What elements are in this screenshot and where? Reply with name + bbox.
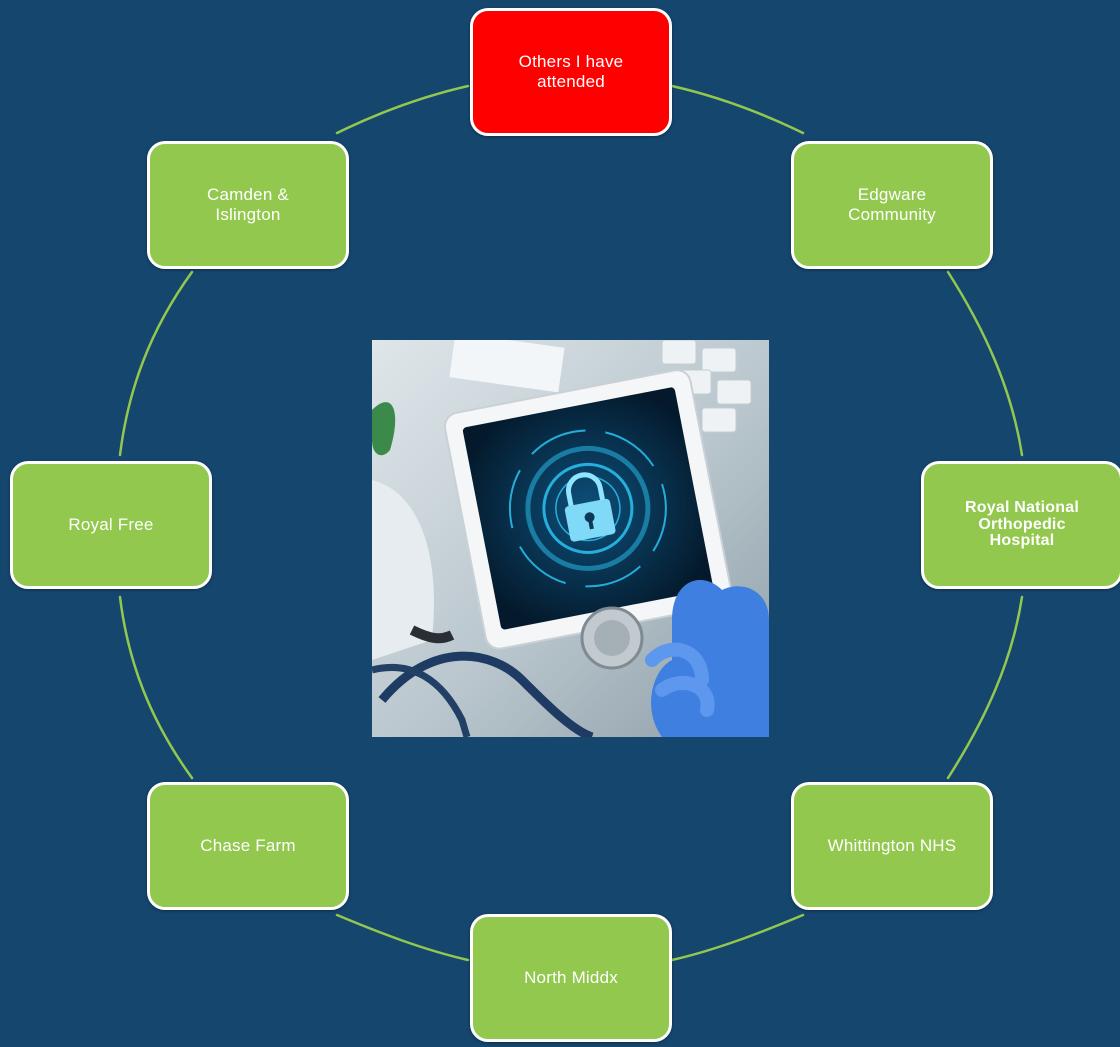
node-royal-national-orthopedic: Royal National Orthopedic Hospital	[921, 461, 1120, 589]
node-chase-farm: Chase Farm	[147, 782, 349, 910]
connector-1-2	[946, 270, 1024, 457]
node-others-attended: Others I have attended	[470, 8, 672, 136]
connector-2-3	[946, 595, 1024, 780]
node-royal-free: Royal Free	[10, 461, 212, 589]
connector-5-6	[118, 595, 194, 780]
connector-3-4	[670, 913, 805, 962]
node-north-middx: North Middx	[470, 914, 672, 1042]
connector-0-1	[670, 84, 805, 135]
tablet-padlock-icon	[372, 340, 769, 737]
connector-7-0	[335, 84, 470, 135]
node-camden-islington: Camden & Islington	[147, 141, 349, 269]
connector-6-7	[118, 270, 194, 457]
node-edgware-community: Edgware Community	[791, 141, 993, 269]
connector-4-5	[335, 913, 470, 962]
node-whittington: Whittington NHS	[791, 782, 993, 910]
center-image	[372, 340, 769, 737]
